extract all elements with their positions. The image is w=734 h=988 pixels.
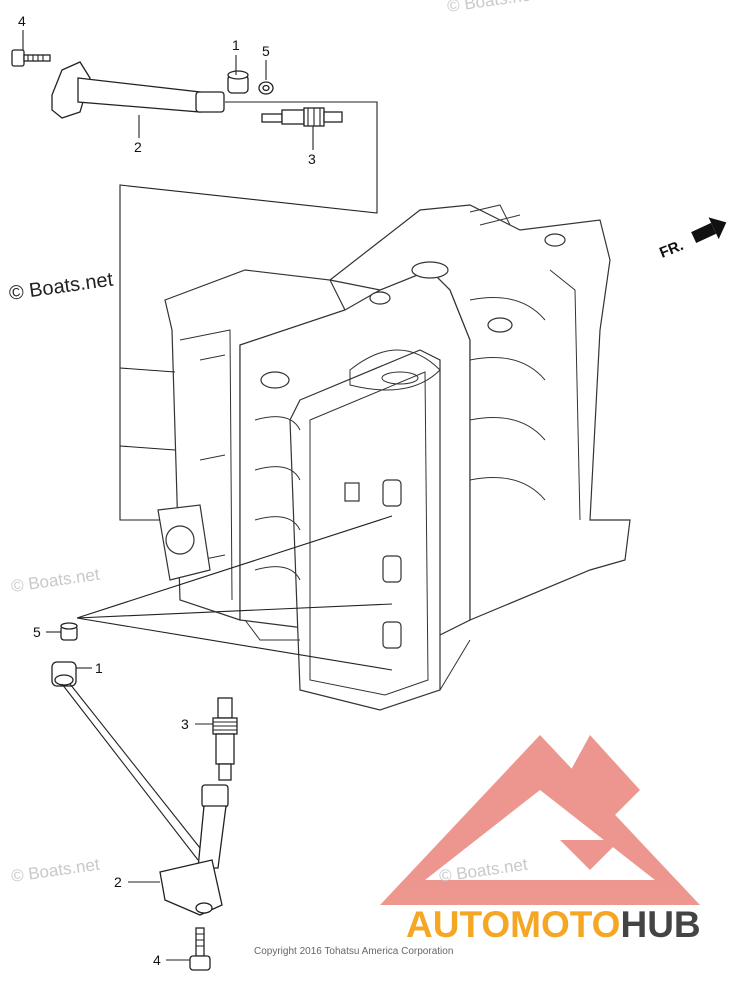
logo-text-part2: HUB xyxy=(620,904,701,945)
automotohub-logo-icon xyxy=(380,735,700,905)
coil-bolt-top xyxy=(11,49,51,67)
automotohub-logo-text: AUTOMOTOHUB xyxy=(406,904,701,946)
watermark-faint-1: © Boats.net xyxy=(10,565,101,596)
assembly-line-left-1 xyxy=(119,367,176,373)
ignition-coil-bottom xyxy=(159,784,229,916)
callout-top-5: 5 xyxy=(262,43,270,59)
front-direction-indicator: FR. xyxy=(657,217,727,262)
callout-bot-2: 2 xyxy=(114,874,122,890)
coil-seal-top xyxy=(227,70,249,94)
logo-text-part1: AUTOMOTO xyxy=(406,904,621,945)
watermark-main: © Boats.net xyxy=(8,269,115,305)
coil-bolt-bottom xyxy=(189,927,211,971)
ignition-coil-top xyxy=(51,61,225,119)
assembly-line-fan xyxy=(76,515,393,671)
engine-block xyxy=(157,204,631,711)
front-arrow-icon xyxy=(691,217,727,244)
washer-bottom xyxy=(60,622,78,641)
spark-plug-bottom xyxy=(212,697,238,781)
assembly-line-coil xyxy=(61,683,199,861)
assembly-line-left-2 xyxy=(119,445,176,451)
spark-plug-top xyxy=(261,107,343,127)
callout-top-1: 1 xyxy=(232,37,240,53)
callout-top-2: 2 xyxy=(134,139,142,155)
coil-seal-bottom xyxy=(51,661,77,687)
watermark-faint-2: © Boats.net xyxy=(10,855,101,886)
copyright-notice: Copyright 2016 Tohatsu America Corporati… xyxy=(254,946,454,957)
front-label: FR. xyxy=(657,237,686,262)
callout-top-4: 4 xyxy=(18,13,26,29)
callout-bot-1: 1 xyxy=(95,660,103,676)
callout-bot-3: 3 xyxy=(181,716,189,732)
callout-bot-5: 5 xyxy=(33,624,41,640)
washer-top xyxy=(258,81,274,95)
watermark-faint-4: © Boats.net xyxy=(446,0,537,16)
callout-top-3: 3 xyxy=(308,151,316,167)
assembly-line-coil-2 xyxy=(69,683,201,849)
callout-bot-4: 4 xyxy=(153,952,161,968)
assembly-line-top xyxy=(119,101,378,521)
